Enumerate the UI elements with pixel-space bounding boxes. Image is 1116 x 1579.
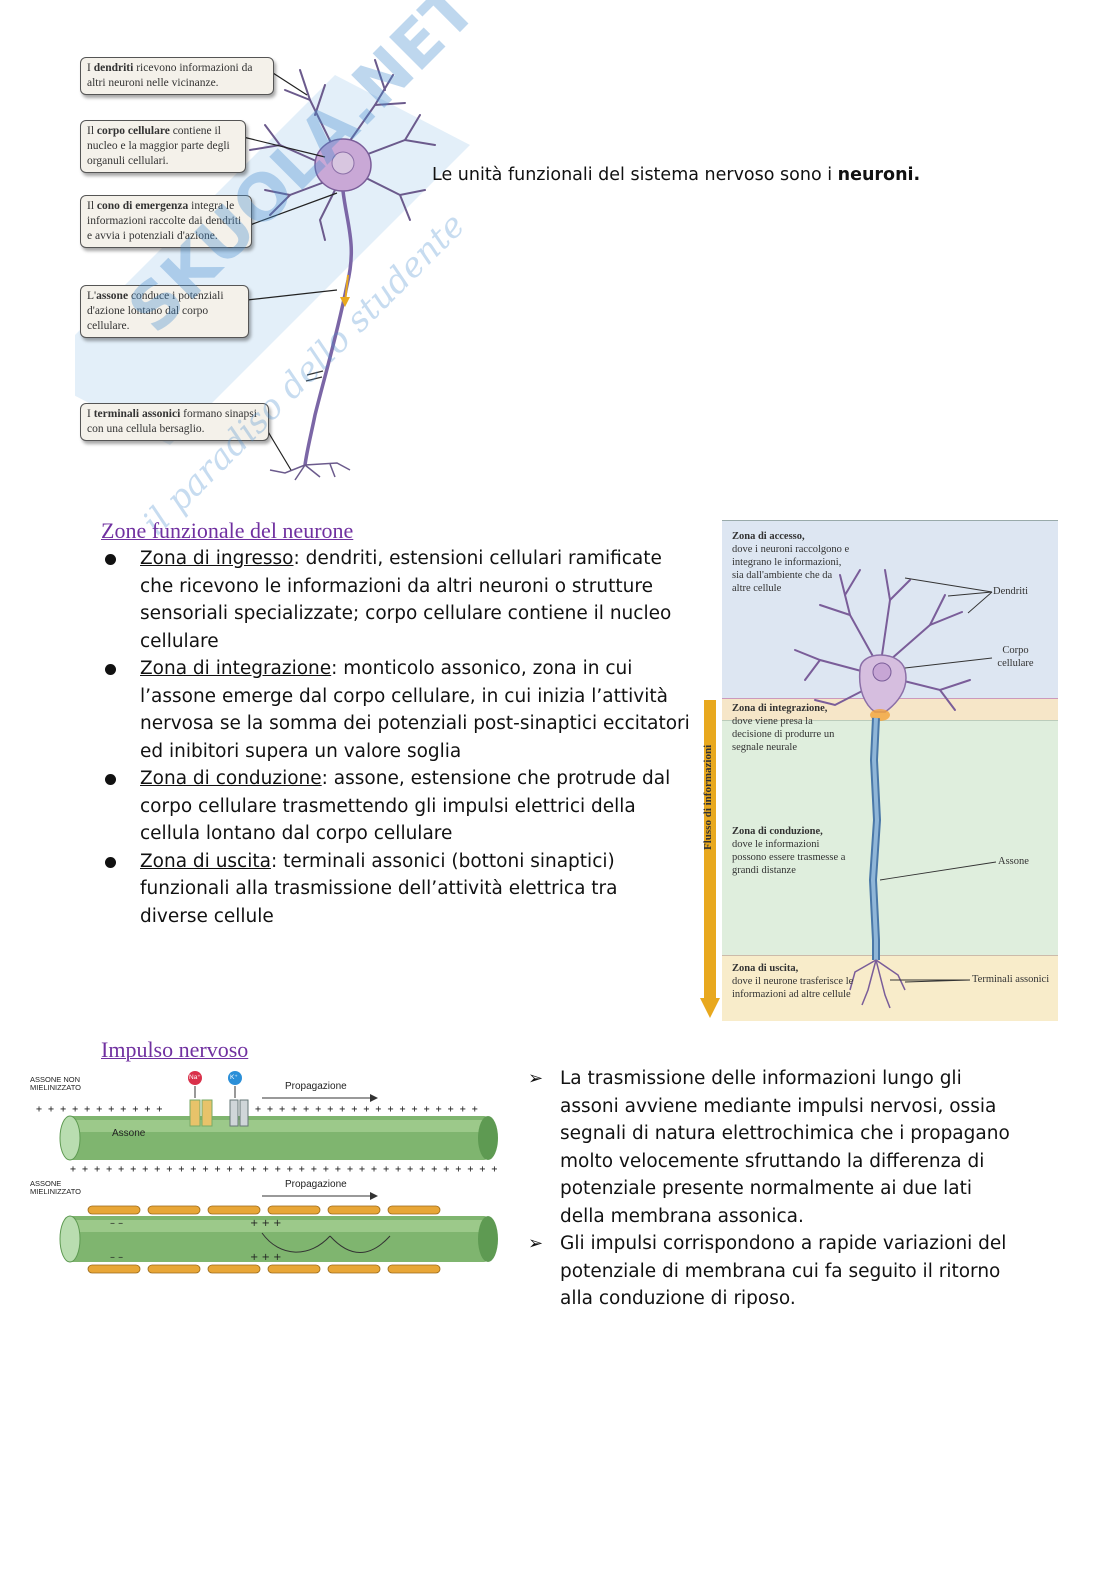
- zones-list: Zona di ingresso: dendriti, estensioni c…: [100, 545, 690, 930]
- callout-axon: L'assone conduce i potenziali d'azione l…: [80, 285, 249, 338]
- bullet-dot: [105, 554, 116, 565]
- bullet-dot: [105, 774, 116, 785]
- label-unmyelinated-axon: ASSONE NON MIELINIZZATO: [30, 1075, 81, 1092]
- svg-text:+ + + + + + + + + + + + + + +: + + + + + + + + + + + + + + + + + + +: [255, 1104, 478, 1115]
- bullet-dot: [105, 664, 116, 675]
- flow-axis-label: Flusso di informazioni: [702, 744, 714, 850]
- label-dendrites: Dendriti: [993, 586, 1028, 597]
- list-item: Zona di conduzione: assone, estensione c…: [100, 765, 690, 848]
- neuron-drawing: [75, 59, 470, 481]
- axon-propagation-figure: + + + + + + + + + + + + + + + + + + + + …: [30, 1068, 500, 1283]
- bullet-dot: [105, 856, 116, 868]
- axon-diagram: + + + + + + + + + + + + + + + + + + + + …: [36, 1071, 500, 1274]
- svg-text:– –: – –: [110, 1218, 123, 1229]
- section-heading-zones: Zone funzionale del neurone: [101, 518, 354, 543]
- callout-cell-body: Il corpo cellulare contiene il nucleo e …: [80, 120, 246, 173]
- svg-text:+ + +: + + +: [250, 1218, 282, 1229]
- arrow-bullet-icon: ➢: [528, 1068, 544, 1089]
- list-item: Zona di ingresso: dendriti, estensioni c…: [100, 545, 690, 655]
- neuron-zones-figure: Flusso di informazioni Zona di accesso,d…: [700, 520, 1058, 1021]
- svg-text:+ + + + + + + + + + + + + + +: + + + + + + + + + + + + + + + + + + + + …: [70, 1164, 500, 1175]
- svg-text:+ + + + + + + + + + +: + + + + + + + + + + +: [36, 1104, 162, 1115]
- zone-label-output: Zona di uscita,dove il neurone trasferis…: [732, 963, 854, 1000]
- list-item: ➢La trasmissione delle informazioni lung…: [525, 1065, 1010, 1230]
- impulse-list: ➢La trasmissione delle informazioni lung…: [525, 1065, 1010, 1313]
- label-propagation-bottom: Propagazione: [285, 1179, 347, 1190]
- zone-band-output: [722, 955, 1058, 1021]
- zone-label-integration: Zona di integrazione,dove viene presa la…: [732, 703, 835, 753]
- zone-label-access: Zona di accesso,dove i neuroni raccolgon…: [732, 531, 850, 594]
- neuron-anatomy-figure: I dendriti ricevono informazioni da altr…: [75, 0, 491, 543]
- callout-dendrites: I dendriti ricevono informazioni da altr…: [80, 57, 274, 95]
- zones-neuron-drawing: [700, 569, 997, 1018]
- list-item: Zona di integrazione: monticolo assonico…: [100, 655, 690, 765]
- label-axon-terminals: Terminali assonici: [972, 974, 1050, 985]
- arrow-bullet-icon: ➢: [528, 1233, 544, 1254]
- list-item: Zona di uscita: terminali assonici (bott…: [100, 848, 690, 931]
- intro-sentence: Le unità funzionali del sistema nervoso …: [432, 165, 921, 185]
- label-cell-body: Corpo cellulare: [997, 645, 1034, 669]
- callout-axon-hillock: Il cono di emergenza integra le informaz…: [80, 195, 252, 248]
- label-axon: Assone: [112, 1128, 146, 1139]
- label-myelinated-axon: ASSONE MIELINIZZATO: [30, 1179, 81, 1196]
- label-axon: Assone: [998, 856, 1029, 867]
- svg-text:+ + +: + + +: [250, 1252, 282, 1263]
- zone-band-conduction: [722, 720, 1058, 956]
- callout-axon-terminals: I terminali assonici formano sinapsi con…: [80, 403, 269, 441]
- sodium-ion-label: Na⁺: [189, 1074, 201, 1081]
- list-item: ➢Gli impulsi corrispondono a rapide vari…: [525, 1230, 1010, 1313]
- potassium-ion-label: K⁺: [230, 1074, 238, 1081]
- section-heading-impulse: Impulso nervoso: [101, 1037, 249, 1062]
- zone-label-conduction: Zona di conduzione,dove le informazioni …: [732, 826, 846, 876]
- label-propagation-top: Propagazione: [285, 1081, 347, 1092]
- svg-text:– –: – –: [110, 1252, 123, 1263]
